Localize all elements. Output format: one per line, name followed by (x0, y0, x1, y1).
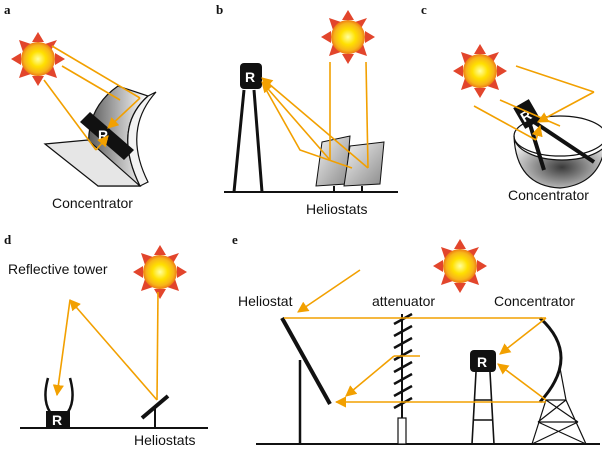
panel-b: b R Heliostats (216, 2, 398, 217)
panel-b-caption: Heliostats (306, 201, 367, 217)
receiver-box (513, 99, 541, 129)
ray (43, 79, 97, 151)
panel-e-caption-attenuator: attenuator (372, 293, 435, 309)
panel-d-caption-heliostats: Heliostats (134, 432, 195, 448)
sun-icon (321, 10, 375, 64)
ray (345, 355, 395, 397)
concentrator-dish (538, 316, 563, 404)
receiver-stand (471, 371, 495, 445)
attenuator-louvers (393, 312, 413, 410)
panel-e: e Heliostat attenuator R Concentrator (232, 232, 600, 445)
trough-end-cap (43, 139, 142, 187)
ray (51, 45, 141, 99)
sun-icon (11, 32, 65, 86)
ray (499, 99, 561, 127)
heliostat-mirror (280, 317, 332, 405)
panel-d-caption-tower: Reflective tower (8, 261, 108, 277)
sun-icon (453, 44, 507, 98)
concentrator-truss (531, 367, 587, 445)
ray (473, 105, 537, 141)
receiver-label: R (52, 412, 62, 428)
panel-c-caption: Concentrator (508, 187, 589, 203)
ray (497, 363, 547, 401)
receiver-label: R (98, 127, 108, 143)
attenuator-base (397, 417, 407, 445)
ray (69, 299, 158, 401)
ray (95, 135, 109, 151)
receiver-box (46, 411, 70, 428)
ray (365, 61, 369, 169)
panel-e-caption-heliostat: Heliostat (238, 293, 293, 309)
secondary-reflector (44, 377, 74, 413)
ray (261, 81, 331, 161)
receiver-box (240, 63, 262, 89)
dish-rim (513, 115, 602, 157)
sun-icon (133, 245, 187, 299)
receiver-label: R (245, 69, 255, 85)
panel-b-letter: b (216, 2, 223, 17)
ray (499, 317, 547, 355)
ray (261, 77, 369, 169)
panel-a: a R Concentrator (4, 2, 157, 211)
ray (263, 85, 353, 169)
ray (537, 91, 595, 123)
tower (232, 89, 264, 193)
receiver-label: R (477, 354, 487, 370)
panel-d: d Reflective tower R Heliostats (4, 232, 208, 448)
panel-c: c R Concentrator (421, 2, 602, 203)
sun-icon (433, 239, 487, 293)
dish-concentrator (513, 135, 602, 189)
trough-rim (127, 91, 157, 187)
ray (61, 65, 121, 101)
panel-a-caption: Concentrator (52, 195, 133, 211)
ray (297, 269, 361, 313)
ray (52, 299, 71, 397)
receiver-box (470, 350, 496, 372)
panel-e-letter: e (232, 232, 238, 247)
panel-d-letter: d (4, 232, 12, 247)
ray (515, 65, 595, 93)
ray (156, 291, 159, 401)
ray (531, 124, 543, 141)
panel-e-caption-concentrator: Concentrator (494, 293, 575, 309)
ray (107, 97, 141, 129)
panel-c-letter: c (421, 2, 427, 17)
panel-a-letter: a (4, 2, 11, 17)
